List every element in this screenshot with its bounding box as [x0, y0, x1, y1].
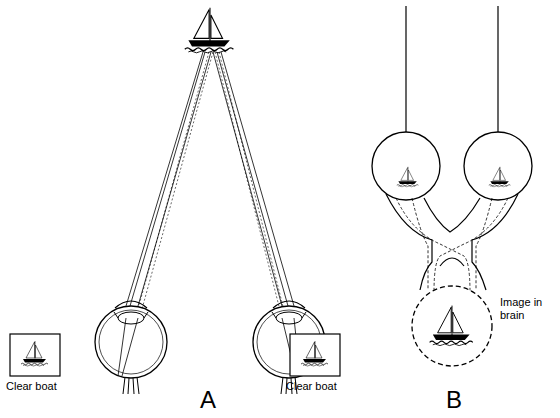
caption-text: Clear boat [286, 380, 356, 393]
caption-text: Clear boat [6, 380, 76, 393]
panel-letter: B [446, 386, 476, 414]
callout-label: Image in brain [500, 296, 554, 321]
panel-letter: A [200, 386, 230, 414]
